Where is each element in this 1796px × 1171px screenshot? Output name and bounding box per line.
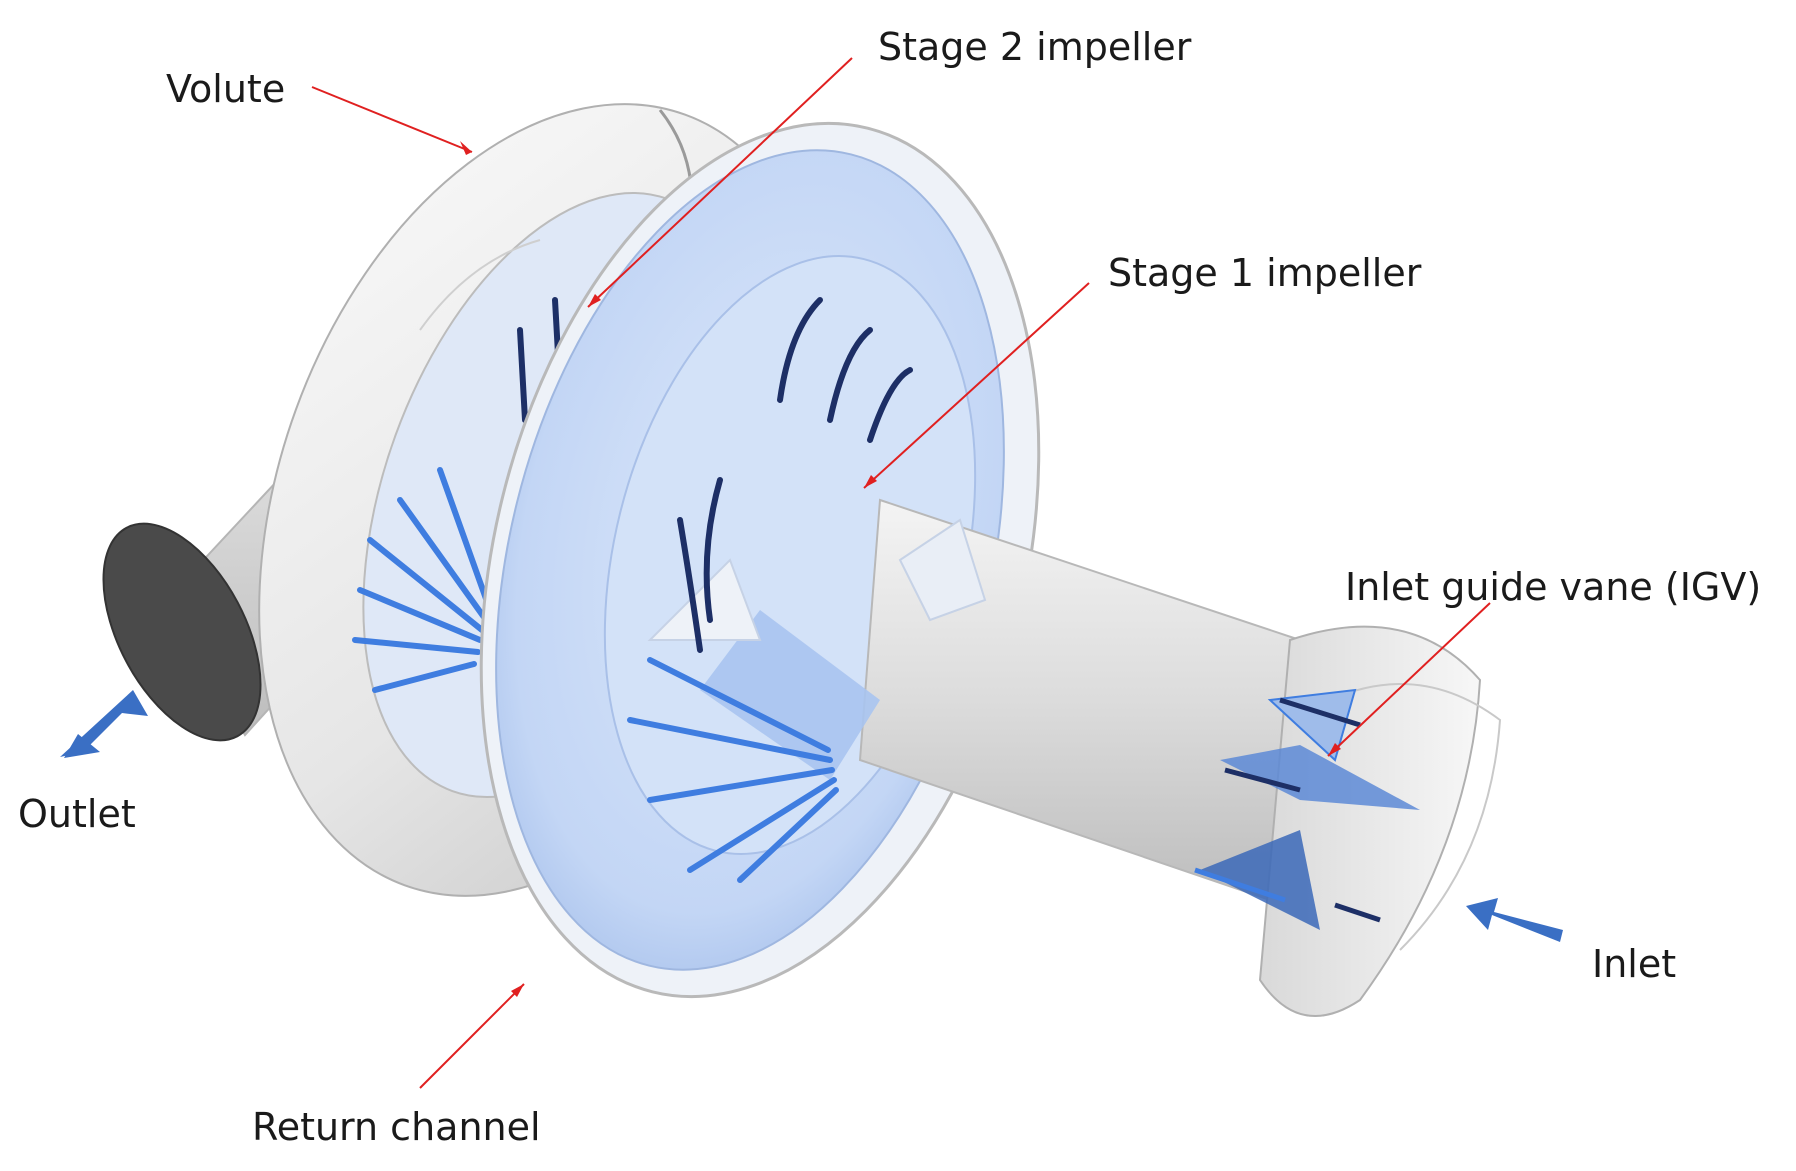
stage-1-leader-line: [863, 282, 1090, 489]
inlet-guide-vanes: [1194, 688, 1420, 930]
stage-1-impeller-label: Stage 1 impeller: [1108, 251, 1422, 295]
return-channel-label: Return channel: [252, 1105, 541, 1149]
leader-lines: [311, 57, 1491, 1089]
stage-1-impeller: [627, 297, 987, 883]
outlet-opening: [102, 522, 262, 742]
igv-leader-line: [1327, 602, 1491, 757]
outlet-flow-arrow: [60, 690, 148, 758]
inlet-flow-arrow: [1466, 898, 1563, 942]
stage-2-leader-line: [587, 57, 853, 308]
return-channel-leader-line: [419, 983, 525, 1089]
outlet-label: Outlet: [18, 792, 136, 836]
igv-label: Inlet guide vane (IGV): [1345, 565, 1762, 609]
volute-label: Volute: [166, 67, 286, 111]
volute-leader-line: [311, 86, 473, 153]
stage-2-impeller-label: Stage 2 impeller: [878, 25, 1192, 69]
inlet-label: Inlet: [1592, 942, 1677, 986]
